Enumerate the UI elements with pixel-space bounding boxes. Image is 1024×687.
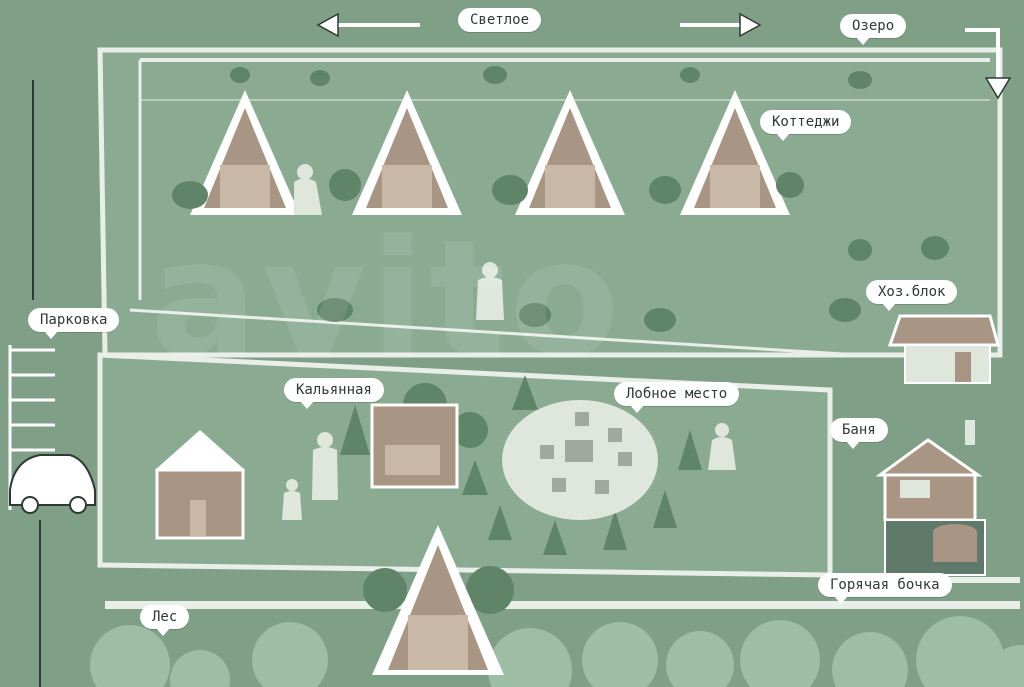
bathhouse [875,420,983,522]
bush-icon [172,66,949,332]
label-svetloe: Светлое [458,8,542,32]
label-les: Лес [140,605,190,636]
cabin-icon [515,90,625,215]
cabin-icon [372,525,504,675]
cabin-icon [680,90,790,215]
arrow-down-icon [965,28,1012,100]
forest [90,616,1024,687]
cabin-icon [352,90,462,215]
barrel-icon [884,519,986,576]
parking-lot [8,345,55,510]
house-icon [887,314,1000,384]
person-icon [282,164,736,520]
label-kalyannaya: Кальянная [284,378,384,409]
label-goryachaya-bochka: Горячая бочка [818,573,952,604]
hookah-pavilion [370,403,459,489]
tent-icon [155,430,245,540]
label-ozero: Озеро [840,14,907,45]
label-banya: Баня [830,418,888,449]
label-lobnoe-mesto: Лобное место [614,382,740,413]
label-hozblok: Хоз.блок [866,280,958,311]
label-kottedzhi: Коттеджи [760,110,852,141]
arrow-left-icon [316,12,420,38]
label-parkovka: Парковка [28,308,120,339]
cabin-icon [190,90,300,215]
campfire-icon [540,412,632,494]
road-lines [32,80,41,687]
tree-icon [340,375,702,614]
car-icon [9,454,96,514]
arrow-right-icon [680,12,762,38]
